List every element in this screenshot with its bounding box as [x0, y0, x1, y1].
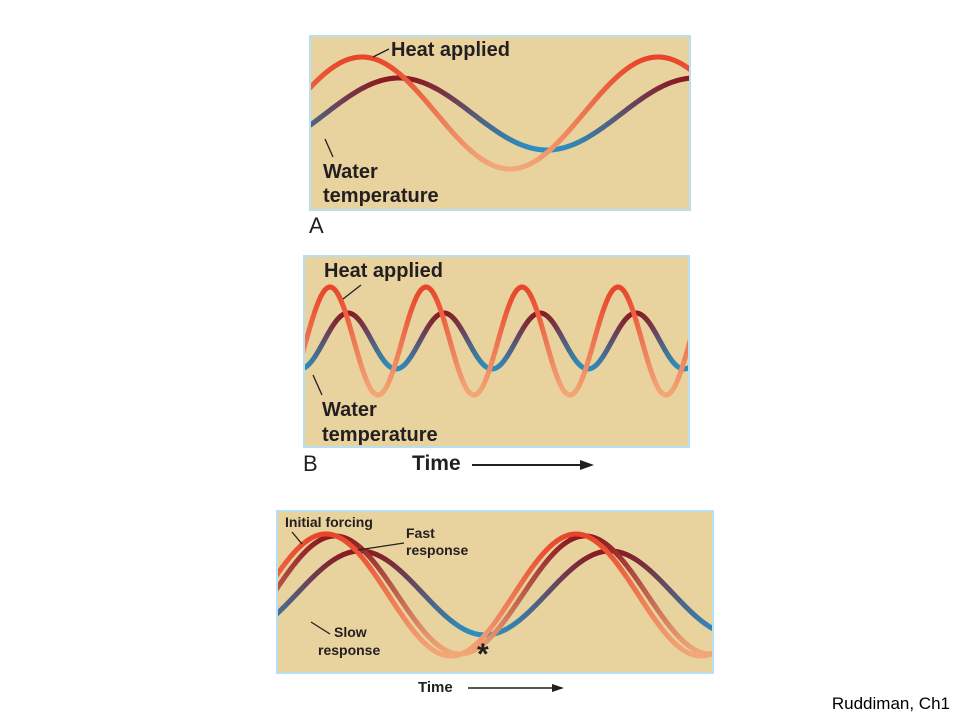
- panel-letter-a: A: [309, 213, 324, 238]
- time-axis-label: Time: [418, 679, 453, 696]
- water-label: Water: [323, 161, 378, 183]
- heat-applied-curve-segment: [684, 342, 688, 355]
- heat-applied-curve: [305, 284, 688, 398]
- water-temperature-curve-segment: [686, 365, 688, 370]
- panel-c-curves: [278, 531, 712, 659]
- water-label: Water: [322, 399, 377, 421]
- initial-forcing-curve-segment: [709, 650, 712, 657]
- initial-forcing-curve: [278, 531, 712, 659]
- panel-letter-b: B: [303, 451, 318, 476]
- temperature-label: temperature: [323, 185, 439, 207]
- heat-applied-curve: [311, 54, 689, 172]
- panel-a-chart: Heat applied Water temperature: [309, 35, 691, 211]
- water-temperature-curve: [305, 310, 688, 372]
- time-arrow-icon: [472, 460, 594, 470]
- response-label: response: [406, 542, 469, 558]
- water-leader-line: [312, 374, 323, 396]
- slow-leader-line: [310, 621, 331, 635]
- heat-leader-line: [372, 48, 390, 58]
- slow-label: Slow: [334, 624, 367, 640]
- asterisk-marker: *: [477, 638, 489, 671]
- heat-applied-curve-segment: [686, 338, 688, 347]
- time-arrow-icon: [468, 684, 564, 692]
- source-credit: Ruddiman, Ch1: [831, 694, 950, 713]
- heat-applied-label: Heat applied: [391, 39, 510, 61]
- temperature-label: temperature: [322, 424, 438, 446]
- panel-b-curves: [305, 284, 688, 398]
- heat-applied-curve-segment: [686, 66, 689, 72]
- response-label: response: [318, 642, 381, 658]
- heat-applied-label: Heat applied: [324, 260, 443, 282]
- water-leader-line: [324, 138, 334, 158]
- panel-a-curves: [311, 48, 689, 172]
- slow-response-curve-segment: [709, 625, 712, 632]
- fast-label: Fast: [406, 525, 435, 541]
- panel-b-chart: Heat applied Water temperature: [303, 255, 690, 448]
- time-axis-label: Time: [412, 452, 461, 475]
- initial-forcing-label: Initial forcing: [285, 514, 373, 530]
- fast-leader-line: [357, 542, 405, 551]
- initial-leader-line: [291, 531, 303, 545]
- water-temperature-curve: [311, 75, 689, 153]
- heat-leader-line: [342, 284, 362, 300]
- panel-c-chart: Initial forcing Fast response Slow respo…: [276, 510, 714, 674]
